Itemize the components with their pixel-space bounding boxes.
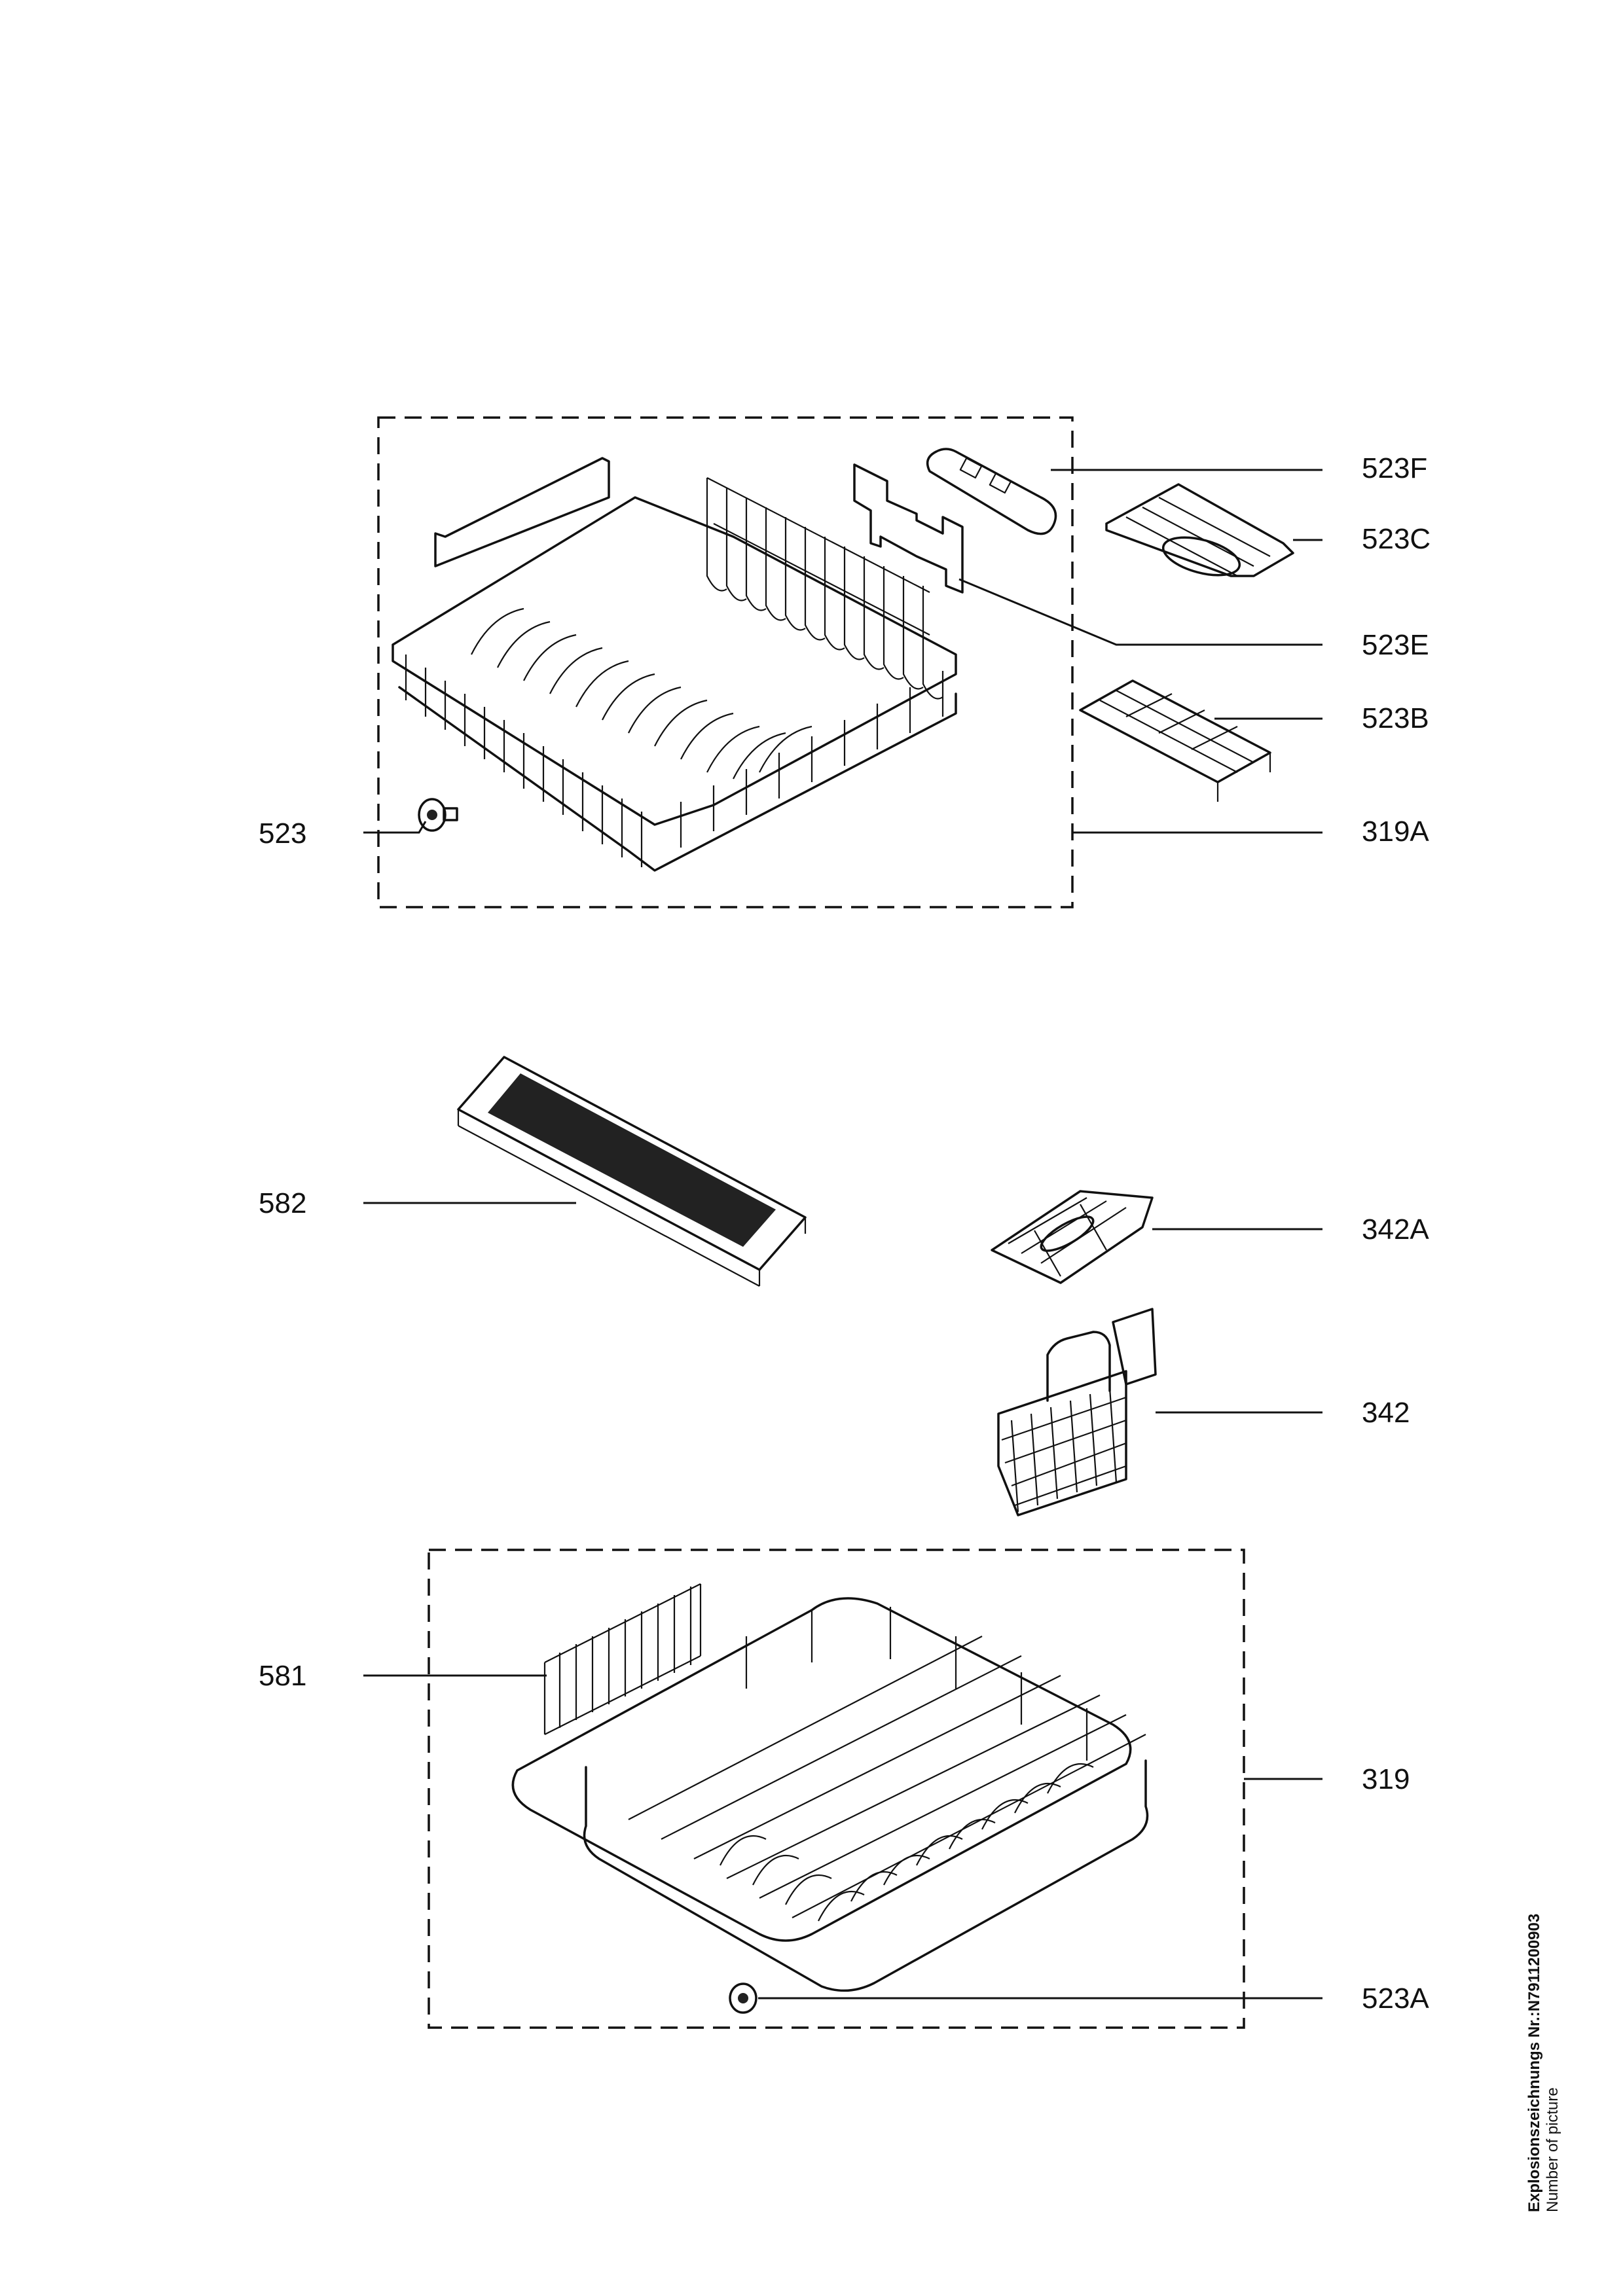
part-342a-drawing	[991, 1190, 1154, 1284]
label-523c: 523C	[1362, 523, 1431, 555]
part-523a-wheel-drawing	[729, 1982, 757, 2014]
leader-lines-lower	[363, 1674, 1322, 2000]
label-342: 342	[1362, 1397, 1410, 1429]
drawing-number-subtitle: Number of picture	[1544, 2087, 1561, 2212]
label-523b: 523B	[1362, 702, 1429, 734]
part-523f-drawing	[926, 448, 1057, 535]
label-582: 582	[259, 1187, 306, 1219]
label-342a: 342A	[1362, 1213, 1429, 1246]
label-523: 523	[259, 817, 306, 850]
label-581: 581	[259, 1660, 306, 1692]
leader-lines-middle	[363, 1202, 1322, 1414]
part-582-drawing	[457, 1056, 807, 1287]
part-581-drawing	[543, 1583, 702, 1735]
drawing-number-text: Explosionszeichnungs Nr.:N7911200903	[1525, 1913, 1543, 2212]
upper-basket-drawing	[392, 457, 957, 872]
part-523c-drawing	[1105, 483, 1294, 577]
label-319: 319	[1362, 1763, 1410, 1795]
drawing-number-caption: Explosionszeichnungs Nr.:N7911200903 Num…	[1525, 1914, 1562, 2212]
part-342-drawing	[997, 1308, 1157, 1516]
part-523b-drawing	[1079, 679, 1271, 802]
label-523e: 523E	[1362, 629, 1429, 661]
label-319a: 319A	[1362, 816, 1429, 848]
label-523f: 523F	[1362, 452, 1427, 484]
part-523-wheel-drawing	[418, 798, 458, 832]
part-523e-drawing	[853, 463, 964, 594]
leader-lines-upper	[363, 469, 1322, 834]
lower-basket-group-frame	[428, 1549, 1245, 2029]
label-523a: 523A	[1362, 1982, 1429, 2015]
lower-basket-drawing	[511, 1597, 1149, 1992]
upper-basket-group-frame	[377, 416, 1074, 908]
